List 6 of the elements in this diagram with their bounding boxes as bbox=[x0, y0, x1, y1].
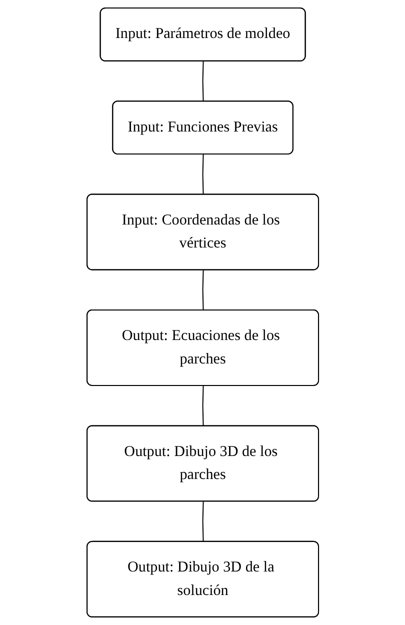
connector bbox=[202, 61, 204, 102]
connector bbox=[202, 154, 204, 195]
flowchart: Input: Parámetros de moldeo Input: Funciones Previas Input: Coordenadas de los vértices Output: Ecuaciones de los parches Output: Dibujo 3D de los parches Output: Dibujo 3D de la solución bbox=[78, 0, 326, 625]
connector bbox=[202, 386, 204, 426]
connector bbox=[202, 270, 204, 310]
connector bbox=[202, 502, 204, 542]
